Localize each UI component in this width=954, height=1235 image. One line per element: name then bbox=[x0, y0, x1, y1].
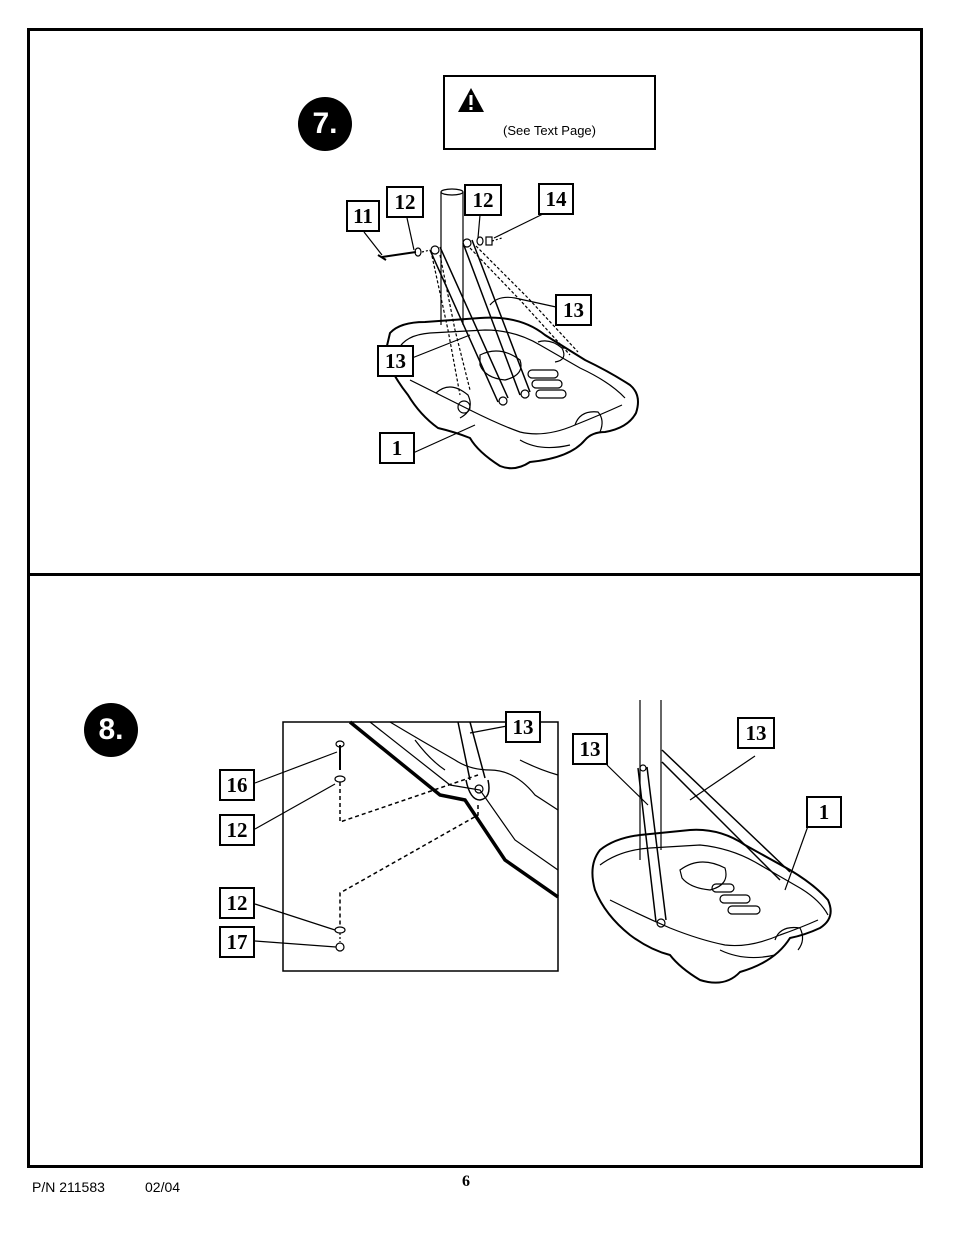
callout-17: 17 bbox=[219, 926, 255, 958]
section-divider bbox=[27, 573, 923, 576]
step-7-number: 7. bbox=[298, 97, 352, 151]
callout-13-right: 13 bbox=[555, 294, 592, 326]
page-number: 6 bbox=[462, 1173, 470, 1190]
warning-text: (See Text Page) bbox=[503, 123, 596, 138]
callout-11: 11 bbox=[346, 200, 380, 232]
part-number: P/N 211583 bbox=[32, 1179, 105, 1195]
callout-1-fig: 1 bbox=[806, 796, 842, 828]
step-7-drawing bbox=[363, 188, 639, 470]
callout-13-left: 13 bbox=[377, 345, 414, 377]
step-8-number: 8. bbox=[84, 703, 138, 757]
callout-12-upper: 12 bbox=[219, 814, 255, 846]
callout-1: 1 bbox=[379, 432, 415, 464]
callout-13-inset: 13 bbox=[505, 711, 541, 743]
callout-13-right-fig: 13 bbox=[737, 717, 775, 749]
step-8-drawing bbox=[254, 700, 832, 984]
callout-16: 16 bbox=[219, 769, 255, 801]
callout-13-left-fig: 13 bbox=[572, 733, 608, 765]
warning-triangle-icon bbox=[458, 88, 484, 112]
revision-date: 02/04 bbox=[145, 1179, 181, 1195]
callout-12-lower: 12 bbox=[219, 887, 255, 919]
callout-12-right: 12 bbox=[464, 184, 502, 216]
page-frame bbox=[27, 28, 923, 1168]
warning-box: (See Text Page) bbox=[443, 75, 656, 150]
callout-12-left: 12 bbox=[386, 186, 424, 218]
callout-14: 14 bbox=[538, 183, 574, 215]
